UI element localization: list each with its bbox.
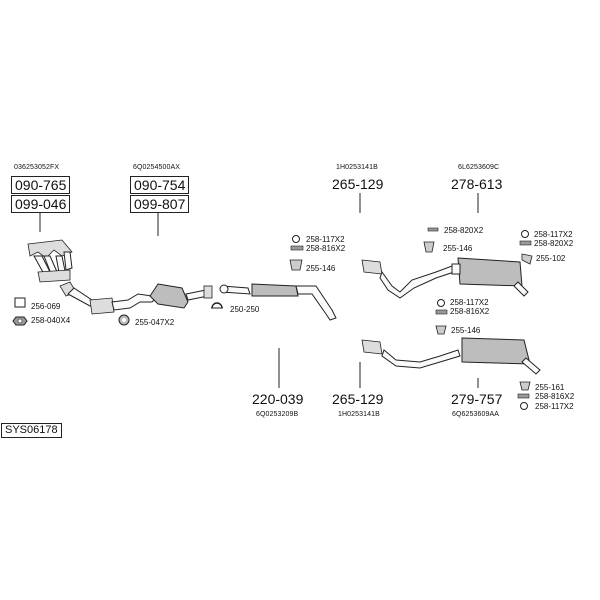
accessory-258-820x2-top[interactable]: 258-820X2 <box>444 226 484 235</box>
hanger-icon-mid <box>435 325 447 335</box>
part-number-middle[interactable]: 220-039 <box>252 391 304 407</box>
accessory-258-117x2-left[interactable]: 258-117X2 <box>306 235 345 244</box>
part-number-rear-bottom[interactable]: 279-757 <box>451 391 503 407</box>
oem-rear-top: 6L6253609C <box>458 164 500 171</box>
nut-icon <box>12 316 28 326</box>
bolt-icon-left <box>290 245 304 251</box>
front-pipe-top <box>361 259 455 299</box>
accessory-256-069[interactable]: 256-069 <box>31 302 61 311</box>
bolt-icon-right-bottom <box>517 393 530 399</box>
part-number-catalyst-2[interactable]: 099-807 <box>130 195 190 213</box>
part-number-manifold-2[interactable]: 099-046 <box>11 195 71 213</box>
clamp-icon-250-250 <box>211 302 223 309</box>
system-code-label: SYS06178 <box>1 423 62 438</box>
accessory-258-820x2-right-top[interactable]: 258-820X2 <box>534 239 574 248</box>
accessory-255-047x2[interactable]: 255-047X2 <box>135 318 175 327</box>
catalyst <box>111 283 213 311</box>
accessory-258-117x2-mid[interactable]: 258-117X2 <box>450 298 489 307</box>
accessory-258-117x2-right-bottom[interactable]: 258-117X2 <box>535 402 574 411</box>
oem-catalyst: 6Q0254500AX <box>133 164 181 171</box>
part-number-manifold-1[interactable]: 090-765 <box>11 176 71 194</box>
part-number-rear-top[interactable]: 278-613 <box>451 176 503 192</box>
part-number-front-pipe-bottom[interactable]: 265-129 <box>332 391 384 407</box>
accessory-258-816x2-right-bottom[interactable]: 258-816X2 <box>535 392 575 401</box>
oem-front-pipe-top: 1H0253141B <box>336 164 378 171</box>
accessory-258-816x2-left[interactable]: 258-816X2 <box>306 244 346 253</box>
oem-front-pipe-bottom: 1H0253141B <box>338 411 380 418</box>
bolt-icon-right-top <box>519 240 532 246</box>
ring-icon-mid <box>437 299 445 307</box>
hanger-icon-right-bottom <box>519 381 531 391</box>
oem-manifold: 036253052FX <box>14 164 60 171</box>
accessory-250-250[interactable]: 250-250 <box>230 305 260 314</box>
accessory-255-146-mid[interactable]: 255-146 <box>451 326 481 335</box>
accessory-255-102[interactable]: 255-102 <box>536 254 566 263</box>
bolt-icon-mid <box>435 309 448 315</box>
oem-rear-bottom: 6Q6253609AA <box>452 411 500 418</box>
hanger-icon-left <box>289 259 303 271</box>
middle-silencer <box>219 283 337 321</box>
ring-icon-left-1 <box>292 235 300 243</box>
rear-silencer-top <box>451 257 529 297</box>
part-number-front-pipe-top[interactable]: 265-129 <box>332 176 384 192</box>
gasket-icon <box>14 297 26 308</box>
oem-middle: 6Q0253209B <box>256 411 299 418</box>
accessory-255-146-top[interactable]: 255-146 <box>443 244 473 253</box>
accessory-258-816x2-mid[interactable]: 258-816X2 <box>450 307 490 316</box>
bolt-icon-top <box>427 227 439 232</box>
ring-icon-right-bottom <box>520 402 528 410</box>
accessory-258-040x4[interactable]: 258-040X4 <box>31 316 71 325</box>
accessory-258-117x2-right-top[interactable]: 258-117X2 <box>534 230 573 239</box>
front-pipe-bottom <box>361 339 461 369</box>
rear-silencer-bottom <box>461 337 541 375</box>
ring-icon-right-top <box>521 230 529 238</box>
accessory-255-161[interactable]: 255-161 <box>535 383 565 392</box>
hanger-icon-right-top <box>521 253 533 265</box>
accessory-255-146-left[interactable]: 255-146 <box>306 264 336 273</box>
hanger-icon-top <box>423 241 435 253</box>
part-number-catalyst-1[interactable]: 090-754 <box>130 176 190 194</box>
hanger-icon-255-047 <box>118 314 130 326</box>
